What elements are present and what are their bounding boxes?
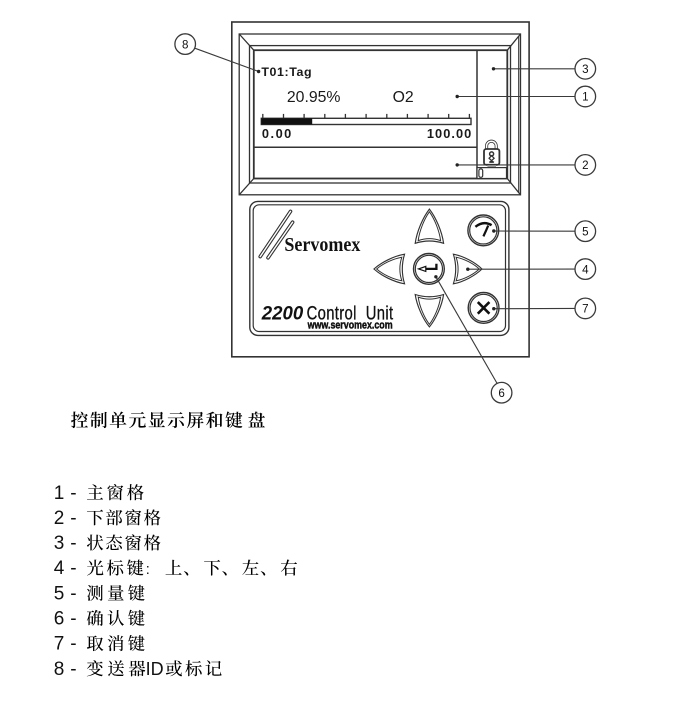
svg-text:T01:Tag: T01:Tag xyxy=(261,65,312,79)
svg-text:7: 7 xyxy=(54,634,65,655)
svg-text:8: 8 xyxy=(182,38,188,51)
svg-text:Control Unit: Control Unit xyxy=(307,303,394,324)
svg-text:www.servomex.com: www.servomex.com xyxy=(307,320,393,332)
svg-text:4: 4 xyxy=(54,558,65,579)
svg-text:7: 7 xyxy=(582,303,588,316)
svg-text:ID: ID xyxy=(146,659,164,679)
svg-text:-: - xyxy=(70,609,76,630)
svg-text:2200: 2200 xyxy=(261,303,304,324)
svg-text:Servomex: Servomex xyxy=(284,234,361,256)
svg-text::: : xyxy=(146,562,150,578)
svg-text:1: 1 xyxy=(54,483,65,504)
svg-text:100.00: 100.00 xyxy=(427,126,472,141)
svg-text:-: - xyxy=(70,558,76,579)
svg-text:20.95%: 20.95% xyxy=(287,89,341,106)
svg-text:3: 3 xyxy=(54,533,65,554)
svg-text:5: 5 xyxy=(582,225,588,238)
svg-text:4: 4 xyxy=(582,263,589,276)
svg-text:O2: O2 xyxy=(393,89,414,106)
svg-text:8: 8 xyxy=(54,659,65,680)
svg-text:1: 1 xyxy=(582,91,588,104)
svg-text:5: 5 xyxy=(54,583,65,604)
svg-text:0.00: 0.00 xyxy=(262,126,293,141)
svg-text:-: - xyxy=(70,483,76,504)
svg-text:3: 3 xyxy=(582,63,588,76)
svg-text:-: - xyxy=(70,583,76,604)
svg-text:-: - xyxy=(70,634,76,655)
svg-text:2: 2 xyxy=(582,159,588,172)
svg-text:6: 6 xyxy=(498,387,504,400)
svg-text:-: - xyxy=(70,533,76,554)
svg-text:-: - xyxy=(70,508,76,529)
svg-text:-: - xyxy=(70,659,76,680)
svg-text:2: 2 xyxy=(54,508,65,529)
svg-text:6: 6 xyxy=(54,609,65,630)
